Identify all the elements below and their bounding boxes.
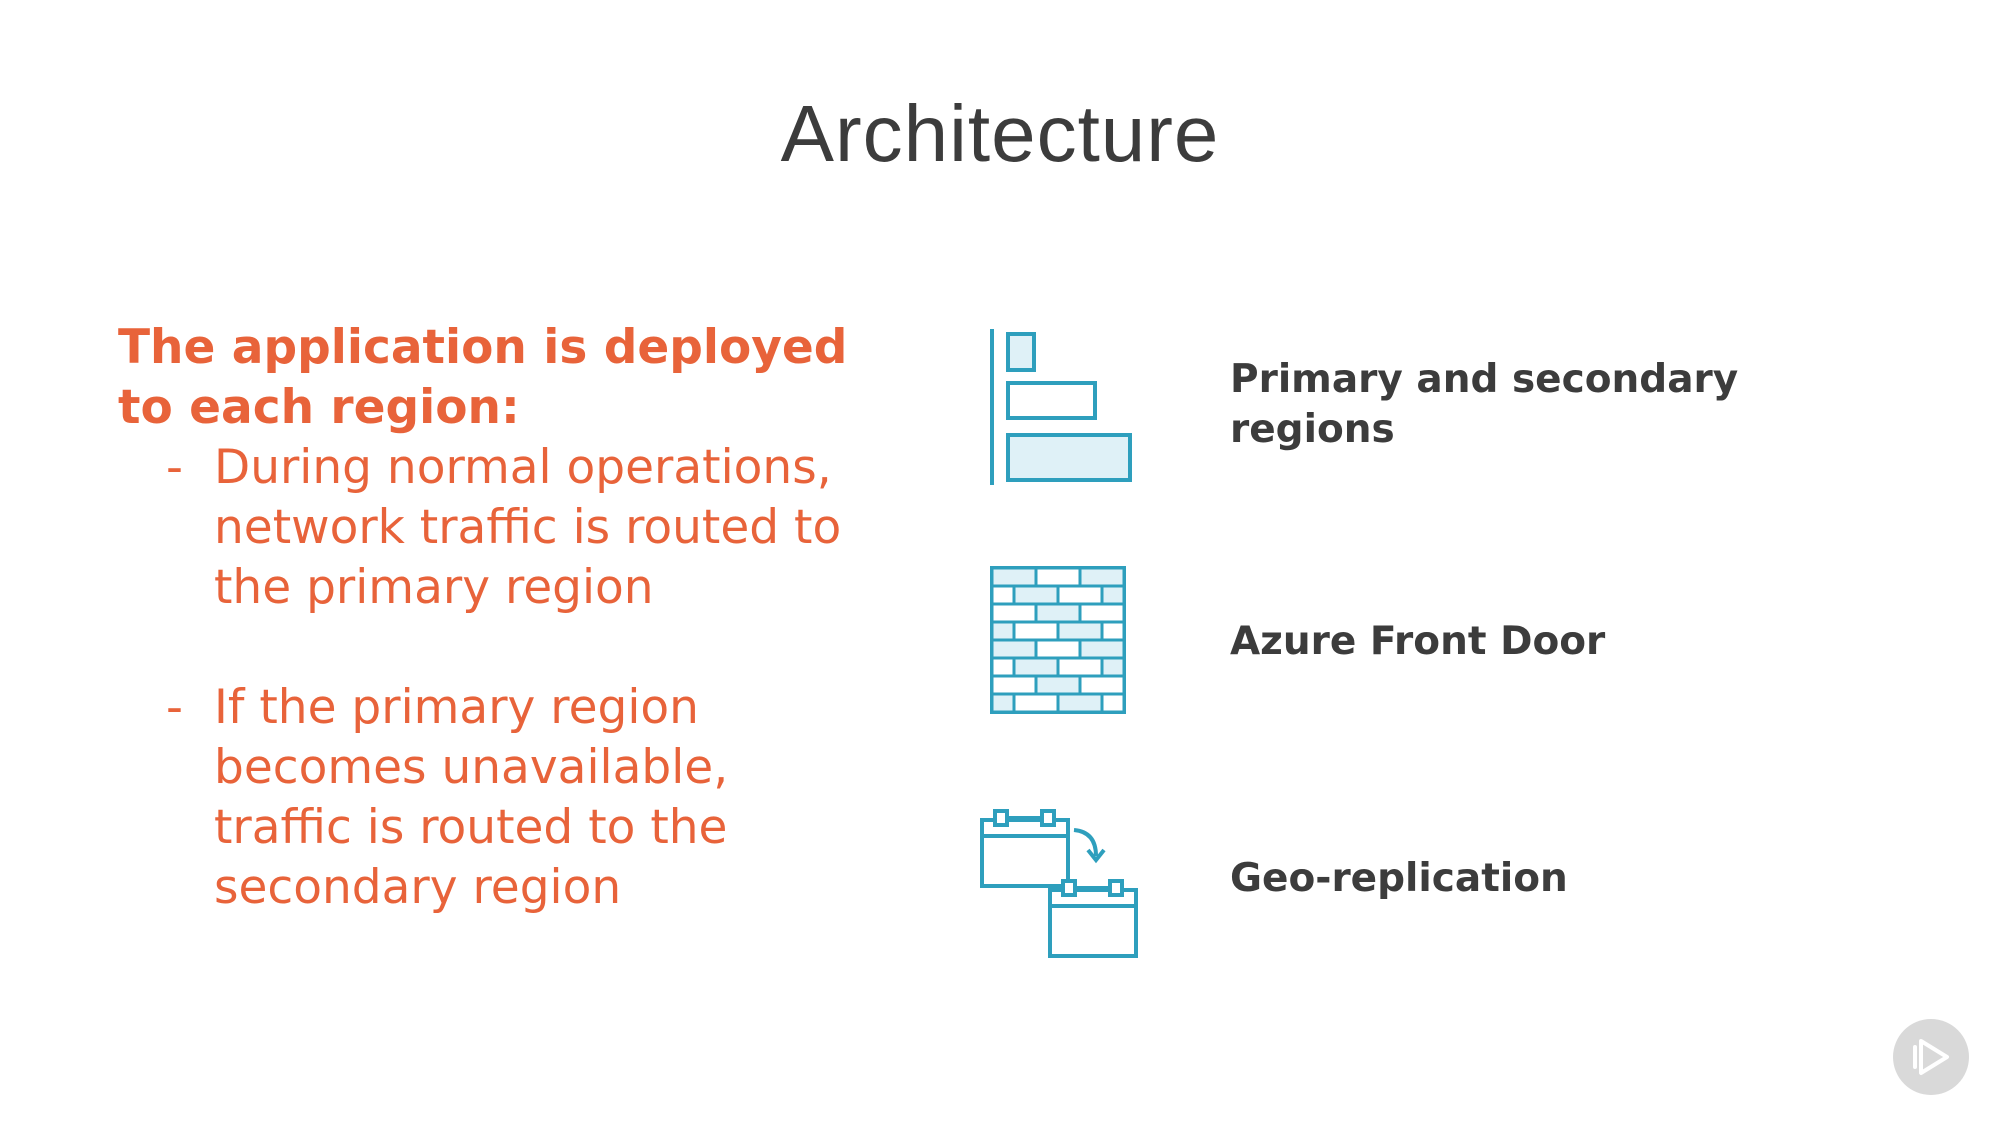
row-label-front-door: Azure Front Door: [1230, 619, 1606, 664]
bullet-dash: -: [166, 440, 183, 495]
play-badge: [1893, 1019, 1969, 1095]
region-bars-icon: [984, 327, 1134, 491]
row-label-geo-replication: Geo-replication: [1230, 856, 1568, 901]
bullet-item: - During normal operations, network traf…: [118, 438, 878, 618]
bullet-text: If the primary region becomes unavailabl…: [214, 680, 729, 915]
row-label-regions: Primary and secondary regions: [1230, 357, 1739, 452]
firewall-brick-icon: [990, 566, 1128, 720]
play-logo-icon: [1913, 1039, 1949, 1075]
left-panel: The application is deployed to each regi…: [118, 318, 878, 918]
bullet-dash: -: [166, 680, 183, 735]
bullet-text: During normal operations, network traffi…: [214, 440, 842, 615]
geo-replication-icon: [978, 800, 1138, 964]
slide-title: Architecture: [780, 89, 1220, 178]
lead-text: The application is deployed to each regi…: [118, 320, 848, 435]
bullet-item: - If the primary region becomes unavaila…: [118, 678, 878, 918]
